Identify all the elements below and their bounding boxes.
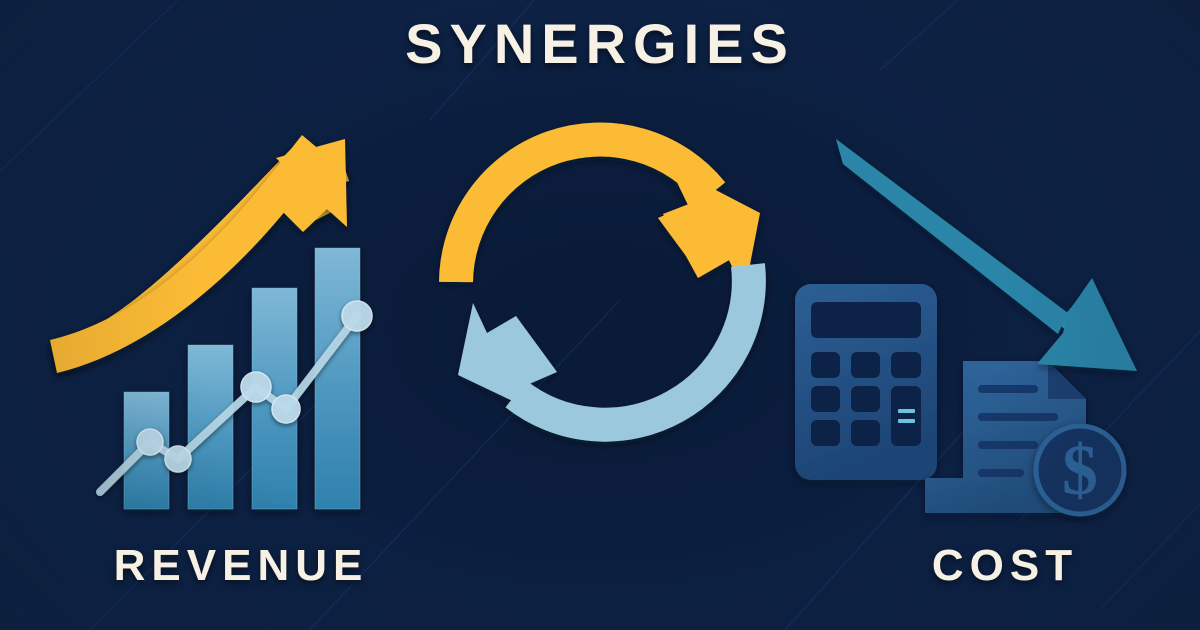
cycle-arc-top-yellow xyxy=(439,122,760,290)
invoice-line xyxy=(978,385,1038,393)
revenue-bar xyxy=(314,247,361,510)
calculator-equals-key xyxy=(891,386,921,446)
trend-marker xyxy=(164,445,192,473)
calculator-display xyxy=(811,302,921,338)
trend-marker xyxy=(240,371,272,403)
invoice-line xyxy=(978,413,1058,421)
page-title: SYNERGIES xyxy=(405,12,795,75)
calculator-icon xyxy=(795,284,937,480)
calculator-key xyxy=(811,386,840,412)
revenue-trend-line xyxy=(96,300,373,496)
revenue-caption: REVENUE xyxy=(113,541,369,590)
revenue-growth-arrow xyxy=(50,135,347,373)
calculator-key xyxy=(811,352,840,378)
equals-glyph-icon xyxy=(898,409,915,423)
downward-arrow-icon xyxy=(836,139,1137,371)
trend-marker xyxy=(271,394,301,424)
trend-marker xyxy=(136,428,164,456)
invoice-line xyxy=(978,441,1038,449)
calculator-key xyxy=(851,420,880,446)
cost-caption: COST xyxy=(931,541,1079,590)
revenue-bar-group xyxy=(123,247,361,510)
dollar-coin-icon: $ xyxy=(1033,423,1127,517)
calculator-key xyxy=(811,420,840,446)
invoice-text-lines xyxy=(978,385,1058,477)
svg-text:$: $ xyxy=(1062,430,1098,510)
calculator-key xyxy=(851,386,880,412)
cycle-arc-bottom-blue xyxy=(458,263,766,442)
calculator-key xyxy=(851,352,880,378)
trend-marker xyxy=(341,300,373,332)
calculator-key xyxy=(891,352,921,378)
invoice-line xyxy=(978,469,1024,477)
